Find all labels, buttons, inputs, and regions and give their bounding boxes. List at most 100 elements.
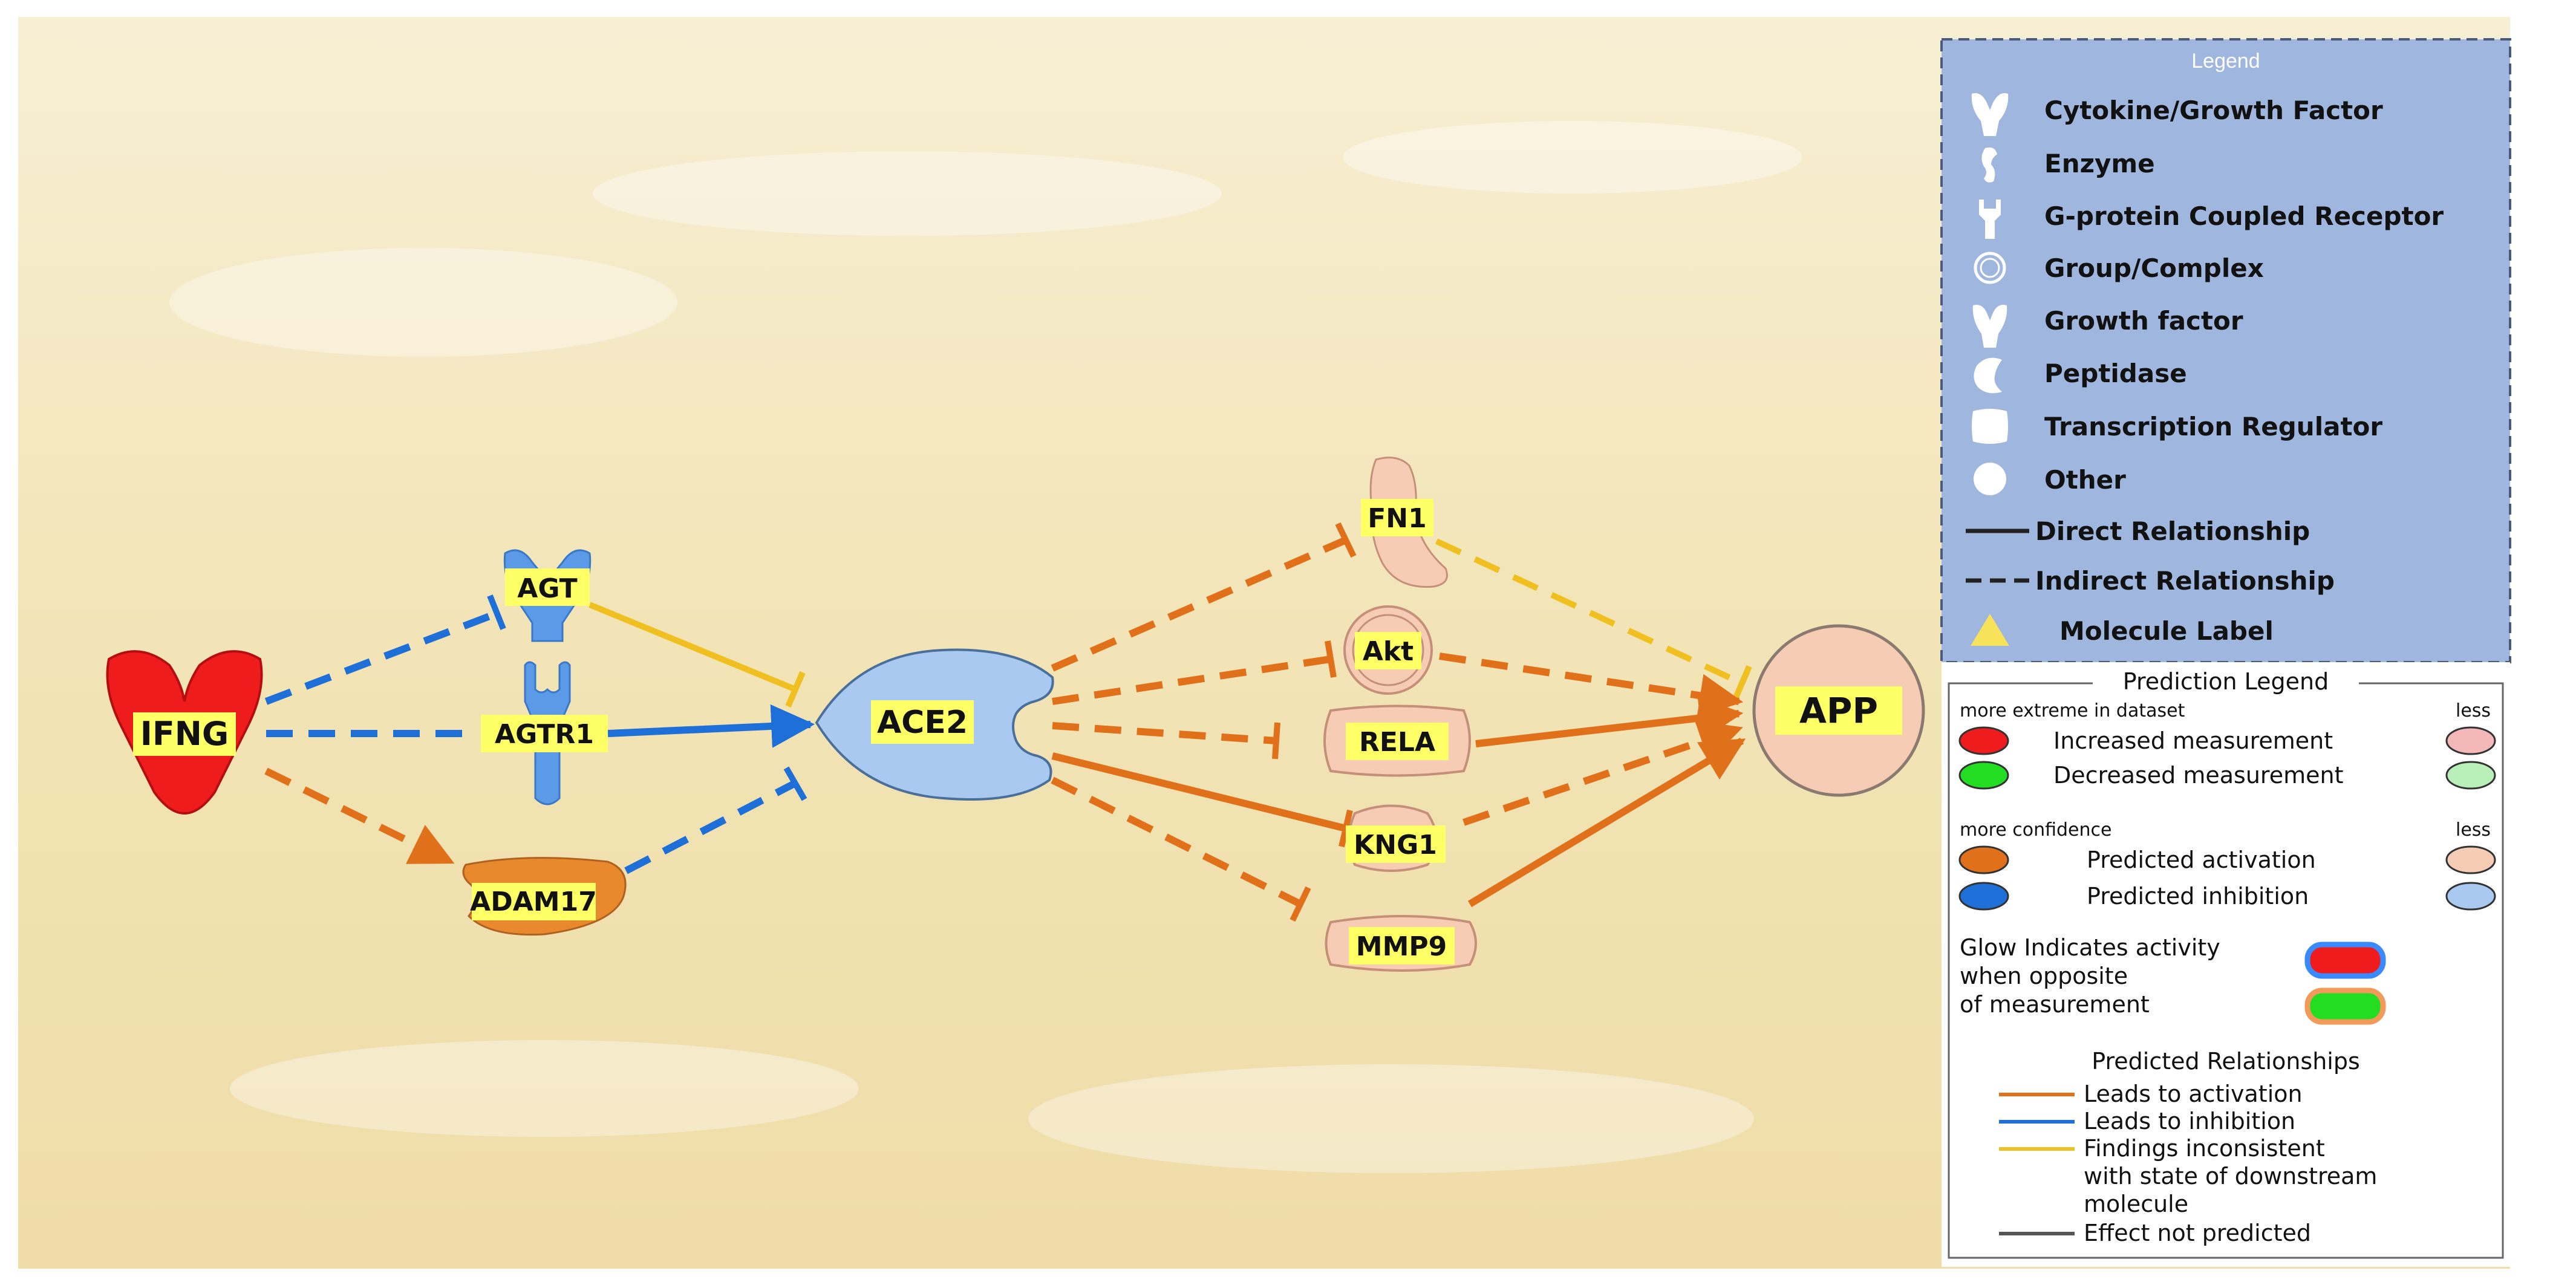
more-extreme-label: more extreme in dataset — [1960, 700, 2185, 721]
legend-item-gpcr: G-protein Coupled Receptor — [1979, 200, 2444, 239]
edge-agt-ace2 — [589, 602, 797, 692]
legend-item-other: Other — [1974, 463, 2126, 495]
node-label-bg — [871, 700, 974, 744]
activation-high-swatch — [1958, 845, 2009, 874]
decreased-low-swatch — [2445, 761, 2496, 790]
edge-ace2-kng1 — [1051, 752, 1347, 832]
legend-item-indirect: Indirect Relationship — [1966, 566, 2335, 596]
relationships-title: Predicted Relationships — [2092, 1048, 2360, 1075]
glow-line-3: of measurement — [1960, 991, 2150, 1018]
legend-item-growth-factor: Growth factor — [1972, 305, 2243, 348]
rel-inconsistent-label-2: with state of downstream — [2084, 1163, 2377, 1189]
prediction-legend-bg — [1942, 662, 2510, 1267]
transcription-regulator-icon — [1972, 409, 2008, 444]
increased-label: Increased measurement — [2053, 727, 2333, 754]
more-confidence-label: more confidence — [1960, 819, 2111, 841]
node-rela[interactable]: RELA — [1323, 704, 1471, 777]
node-label-rela: RELA — [1359, 727, 1435, 758]
legend-label: Cytokine/Growth Factor — [2044, 96, 2383, 125]
node-kng1[interactable]: KNG1 — [1346, 804, 1446, 872]
legend-label: Other — [2044, 465, 2126, 495]
gpcr-icon — [1979, 200, 2001, 239]
inhibition-label: Predicted inhibition — [2087, 883, 2309, 909]
node-label-fn1: FN1 — [1368, 503, 1427, 534]
inhibition-high-swatch — [1958, 882, 2009, 911]
node-label-bg — [1355, 632, 1421, 669]
node-label-agt: AGT — [517, 573, 577, 604]
node-mmp9[interactable]: MMP9 — [1325, 915, 1477, 972]
legend-item-direct: Direct Relationship — [1966, 516, 2310, 546]
edge-mmp9-app — [1467, 737, 1746, 908]
node-label-agtr1: AGTR1 — [495, 719, 594, 750]
legend-label: Indirect Relationship — [2035, 566, 2335, 596]
rel-not-predicted-label: Effect not predicted — [2084, 1220, 2311, 1246]
node-label-akt: Akt — [1363, 636, 1414, 667]
edge-ace2-mmp9 — [1051, 776, 1302, 908]
increased-high-swatch — [1958, 726, 2009, 755]
other-icon — [1974, 463, 2006, 495]
node-fn1[interactable]: FN1 — [1361, 457, 1448, 588]
legend-label: Peptidase — [2044, 359, 2187, 388]
edge-adam17-ace2 — [624, 779, 797, 874]
node-ifng[interactable]: IFNG — [106, 650, 263, 815]
prediction-legend: Prediction Legend more extreme in datase… — [1942, 662, 2510, 1267]
legend-label: Direct Relationship — [2035, 516, 2310, 546]
rel-inconsistent-label-1: Findings inconsistent — [2084, 1135, 2325, 1162]
node-label-app: APP — [1799, 690, 1878, 731]
node-label-bg — [1346, 723, 1449, 760]
prediction-legend-title-bg — [2093, 668, 2359, 697]
glow-red-swatch — [2304, 942, 2386, 979]
increased-low-swatch — [2445, 726, 2496, 755]
activation-label: Predicted activation — [2087, 847, 2316, 873]
glow-line-2: when opposite — [1960, 963, 2128, 989]
node-agtr1[interactable]: AGTR1 — [481, 661, 608, 805]
group-complex-icon — [1974, 252, 2006, 284]
decreased-label: Decreased measurement — [2053, 762, 2343, 789]
triangle-icon — [1971, 614, 2009, 646]
rel-inconsistent-label-3: molecule — [2084, 1191, 2188, 1217]
legend-item-peptidase: Peptidase — [1974, 357, 2187, 394]
legend-item-transcription-regulator: Transcription Regulator — [1972, 409, 2382, 444]
legend-title: Legend — [2191, 50, 2260, 73]
edge-rela-app — [1475, 696, 1744, 747]
rel-inhibition-label: Leads to inhibition — [2084, 1108, 2295, 1134]
node-label-bg — [472, 883, 596, 920]
legend-label: Growth factor — [2044, 306, 2243, 336]
growth-factor-icon — [1972, 305, 2007, 348]
legend-item-cytokine: Cytokine/Growth Factor — [1971, 93, 2383, 136]
edge-fn1-app — [1435, 538, 1744, 686]
node-label-mmp9: MMP9 — [1356, 931, 1447, 962]
node-label-bg — [1775, 686, 1902, 735]
node-label-kng1: KNG1 — [1354, 830, 1437, 860]
inhibit-bar-mmp9 — [1290, 886, 1311, 922]
decreased-high-swatch — [1958, 761, 2009, 790]
node-label-bg — [481, 715, 608, 752]
less-label-2: less — [2456, 819, 2491, 841]
glow-green-swatch — [2304, 987, 2386, 1025]
node-label-ace2: ACE2 — [877, 704, 968, 741]
edge-ifng-adam17 — [264, 767, 455, 865]
legend-item-enzyme: Enzyme — [1981, 147, 2155, 183]
enzyme-icon — [1981, 147, 1997, 183]
node-agt[interactable]: AGT — [503, 549, 592, 642]
edge-agtr1-ace2 — [607, 704, 815, 748]
legend-label: Transcription Regulator — [2044, 412, 2382, 441]
inhibit-bar-ace2-1 — [785, 671, 806, 708]
inhibit-bar-akt — [1325, 640, 1337, 678]
legend-item-group: Group/Complex — [1974, 252, 2264, 284]
activation-low-swatch — [2445, 845, 2496, 874]
legend-label: Molecule Label — [2059, 616, 2274, 646]
node-adam17[interactable]: ADAM17 — [462, 857, 627, 936]
legend-label: Group/Complex — [2044, 253, 2264, 283]
edge-akt-app — [1439, 652, 1744, 717]
inhibit-bar-agt — [487, 594, 506, 630]
inhibit-bar-fn1 — [1335, 522, 1357, 558]
node-ace2[interactable]: ACE2 — [815, 648, 1054, 801]
node-app[interactable]: APP — [1752, 624, 1925, 797]
node-akt[interactable]: Akt — [1343, 605, 1433, 695]
legend: Legend Cytokine/Growth Factor Enzyme G-p… — [1940, 38, 2511, 663]
cytokine-icon — [1971, 93, 2009, 136]
less-label-1: less — [2456, 700, 2491, 721]
inhibition-low-swatch — [2445, 882, 2496, 911]
